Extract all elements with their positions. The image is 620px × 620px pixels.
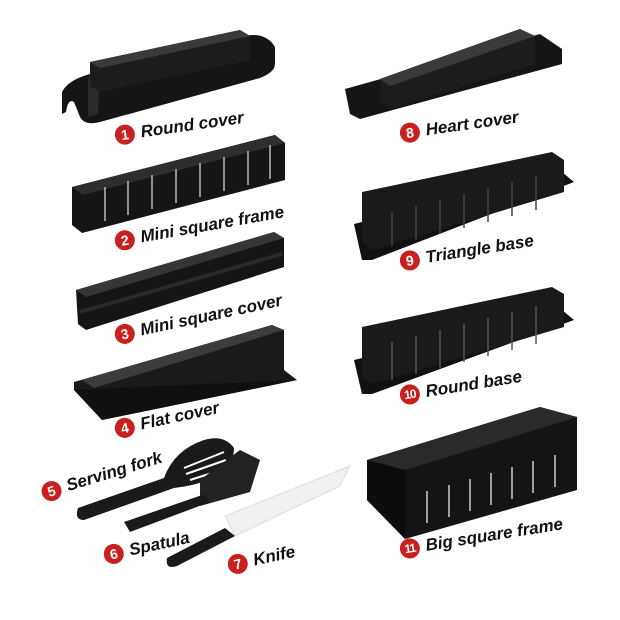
heart-cover-image	[345, 29, 562, 119]
spatula-image	[124, 450, 260, 532]
mini-square-cover-image	[76, 232, 284, 330]
big-square-frame-image	[367, 407, 577, 539]
mini-square-frame-image	[72, 135, 285, 233]
number-badge: 6	[101, 542, 126, 566]
number-badge: 9	[398, 248, 422, 272]
triangle-base-image	[354, 152, 574, 260]
round-cover-image	[62, 30, 275, 124]
number-badge: 11	[398, 536, 422, 560]
round-base-image	[354, 287, 574, 394]
knife-image	[166, 465, 352, 567]
flat-cover-image	[74, 325, 297, 420]
number-badge: 5	[39, 478, 65, 504]
number-badge: 8	[398, 121, 422, 144]
number-badge: 7	[225, 552, 250, 576]
number-badge: 10	[398, 382, 422, 406]
